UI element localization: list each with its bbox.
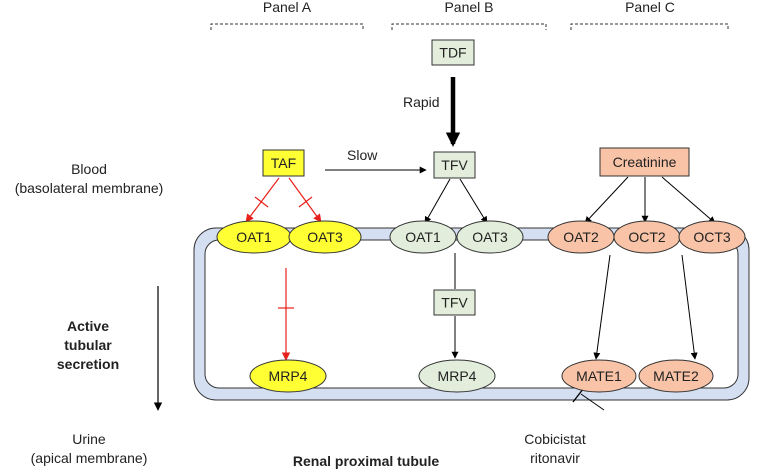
blood-label: Blood <box>71 161 107 177</box>
oct3-label-c: OCT3 <box>693 229 731 245</box>
tfv-to-oat3-arrow <box>459 178 488 224</box>
oat1-label-b: OAT1 <box>405 229 441 245</box>
panel-c-bracket <box>570 23 729 30</box>
mrp4-transporter-a <box>249 359 327 393</box>
tfv-intracellular-label: TFV <box>441 295 468 311</box>
oat1-transporter-b <box>389 220 457 254</box>
tfv-label: TFV <box>441 157 468 173</box>
taf-label: TAF <box>271 155 296 171</box>
mrp4-transporter-b <box>418 359 496 393</box>
oat3-label-b: OAT3 <box>472 229 508 245</box>
taf-oat3-inhibition-bar <box>298 196 313 208</box>
inhibitor-label-2: ritonavir <box>530 450 580 466</box>
inhibitor-label-1: Cobicistat <box>524 431 586 447</box>
mate1-label-c: MATE1 <box>576 368 622 384</box>
mate2-label-c: MATE2 <box>653 368 699 384</box>
oat3-transporter-b <box>456 220 524 254</box>
creatinine-to-oat2-arrow <box>584 176 629 224</box>
oct3-transporter-c <box>678 220 746 254</box>
creatinine-box <box>599 147 690 177</box>
panel-b-title: Panel B <box>444 0 493 15</box>
tfv-to-oat1-arrow <box>424 178 451 224</box>
mrp4-label-b: MRP4 <box>438 368 477 384</box>
oct2-label-c: OCT2 <box>628 229 666 245</box>
rapid-label: Rapid <box>403 94 440 110</box>
tfv-intracellular-box <box>433 289 476 316</box>
oat3-label-a: OAT3 <box>307 229 343 245</box>
taf-oat1-inhibition-bar <box>254 196 269 208</box>
panel-b-bracket <box>391 23 547 30</box>
active-secretion-label-3: secretion <box>57 356 119 372</box>
panel-a-bracket <box>210 23 364 30</box>
panel-a-title: Panel A <box>263 0 312 15</box>
taf-to-oat1-arrow <box>245 177 280 223</box>
footer-title: Renal proximal tubule <box>293 453 439 469</box>
urine-label: Urine <box>72 431 106 447</box>
active-secretion-label-2: tubular <box>64 337 112 353</box>
taf-box <box>262 149 305 177</box>
mrp4-label-a: MRP4 <box>269 368 308 384</box>
oct3-to-mate2-arrow <box>681 254 698 360</box>
taf-to-oat3-arrow <box>288 177 322 223</box>
mate2-transporter-c <box>638 359 714 393</box>
tfv-box <box>433 151 476 179</box>
oct2-to-mate1-arrow <box>593 254 611 360</box>
tdf-box <box>431 39 475 66</box>
apical-label: (apical membrane) <box>31 450 148 466</box>
oat3-transporter-a <box>288 220 362 254</box>
active-secretion-label-1: Active <box>67 318 109 334</box>
inhibitor-stem <box>580 393 605 411</box>
oat2-label-c: OAT2 <box>563 229 599 245</box>
panel-c-title: Panel C <box>625 0 675 15</box>
mate1-transporter-c <box>561 359 637 393</box>
basolateral-label: (basolateral membrane) <box>15 180 164 196</box>
slow-label: Slow <box>347 147 378 163</box>
oat1-label-a: OAT1 <box>236 229 272 245</box>
tdf-label: TDF <box>439 45 466 61</box>
creatinine-to-oct3-arrow <box>661 176 716 224</box>
creatinine-label: Creatinine <box>613 154 677 170</box>
